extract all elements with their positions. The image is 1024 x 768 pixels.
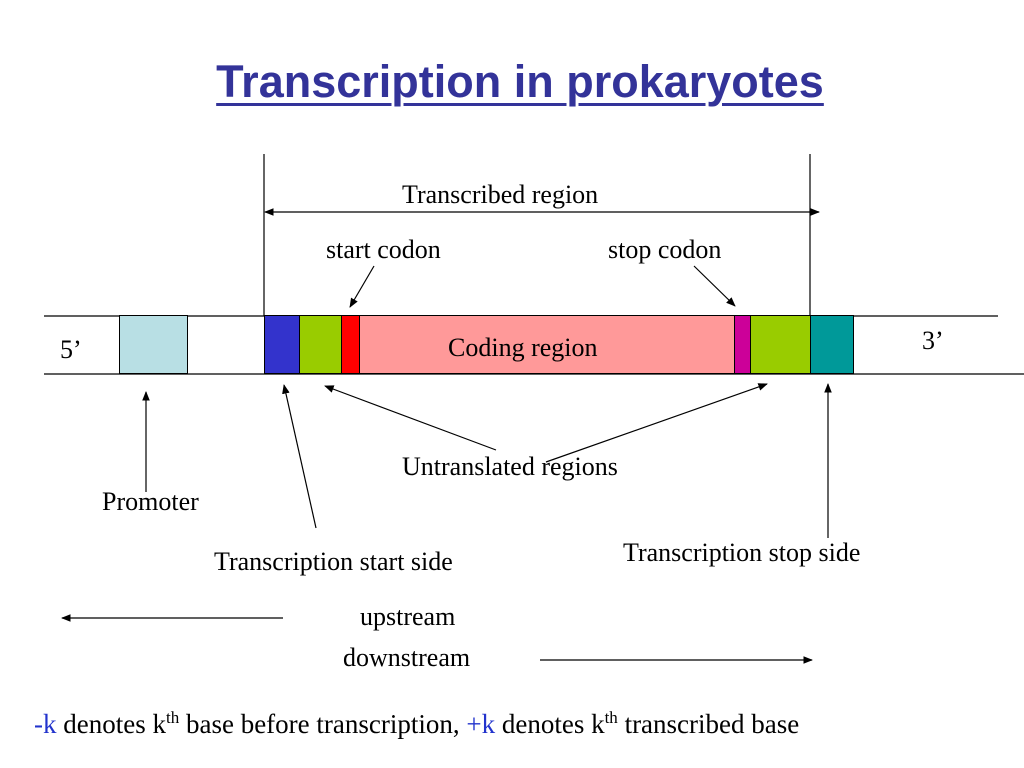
footer-text-4: transcribed base (617, 709, 800, 739)
promoter-label: Promoter (102, 487, 199, 516)
promoter-box (119, 315, 188, 374)
superscript-th-1: th (165, 708, 180, 727)
three-prime-label: 3’ (922, 326, 944, 355)
downstream-label: downstream (343, 643, 471, 672)
utr-5-box (299, 315, 342, 374)
stop-codon-arrow (693, 265, 736, 307)
coding-region-label: Coding region (448, 333, 598, 362)
untranslated-regions-label: Untranslated regions (402, 452, 618, 481)
coding-region-box (359, 315, 735, 374)
stop-codon-label: stop codon (608, 235, 722, 264)
utr-3-box (750, 315, 811, 374)
stop-codon-box (734, 315, 751, 374)
utr-right-arrow (545, 383, 768, 463)
superscript-th-2: th (604, 708, 618, 727)
upstream-label: upstream (360, 602, 456, 631)
start-codon-box (341, 315, 360, 374)
transcription-start-arrow (282, 384, 317, 529)
page-title: Transcription in prokaryotes (216, 56, 824, 107)
transcribed-region-label: Transcribed region (402, 180, 599, 209)
terminator-box (810, 315, 854, 374)
utr-left-arrow (324, 385, 497, 451)
five-prime-label: 5’ (60, 335, 82, 364)
start-codon-label: start codon (326, 235, 441, 264)
transcription-start-box (264, 315, 300, 374)
footer-text-2: base before transcription, (179, 709, 467, 739)
transcription-start-label: Transcription start side (214, 547, 453, 576)
footer-text-1: denotes k (56, 709, 166, 739)
start-codon-arrow (349, 265, 375, 308)
minus-k-text: -k (34, 709, 57, 739)
plus-k-text: +k (466, 709, 496, 739)
footer-note: -k denotes kth base before transcription… (34, 708, 799, 740)
transcription-stop-label: Transcription stop side (623, 538, 861, 567)
footer-text-3: denotes k (495, 709, 605, 739)
